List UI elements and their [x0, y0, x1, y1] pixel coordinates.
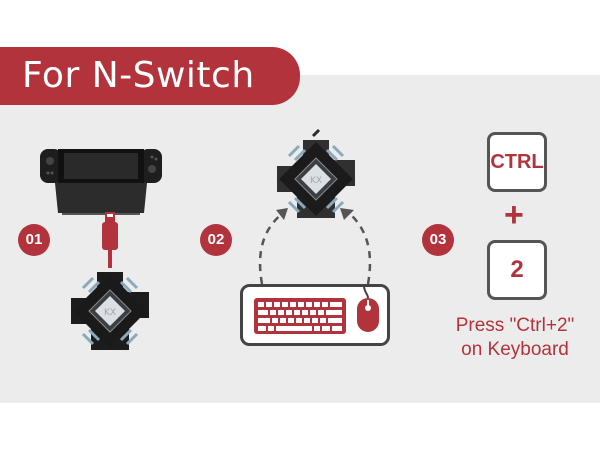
adapter-device-1: KX: [71, 272, 149, 350]
adapter-device-2: KX: [277, 128, 355, 218]
adapter-label-1: KX: [104, 308, 116, 318]
plus-sign: +: [504, 196, 524, 234]
keyboard-mouse-icon: [240, 284, 390, 346]
usb-connector-icon: [102, 212, 118, 268]
banner-title: For N-Switch: [22, 55, 255, 96]
instruction-caption: Press "Ctrl+2" on Keyboard: [430, 314, 600, 362]
step-2-badge: 02: [200, 224, 232, 256]
step-3-badge: 03: [422, 224, 454, 256]
ctrl-key: CTRL: [487, 132, 547, 192]
instruction-line-2: on Keyboard: [461, 339, 569, 360]
step-1-badge: 01: [18, 224, 50, 256]
instruction-line-1: Press "Ctrl+2": [455, 315, 575, 336]
number-2-key: 2: [487, 240, 547, 300]
adapter-label-2: KX: [310, 176, 322, 186]
switch-console-icon: [40, 149, 162, 215]
title-banner: For N-Switch: [0, 47, 300, 105]
connection-arrows: [258, 208, 372, 285]
